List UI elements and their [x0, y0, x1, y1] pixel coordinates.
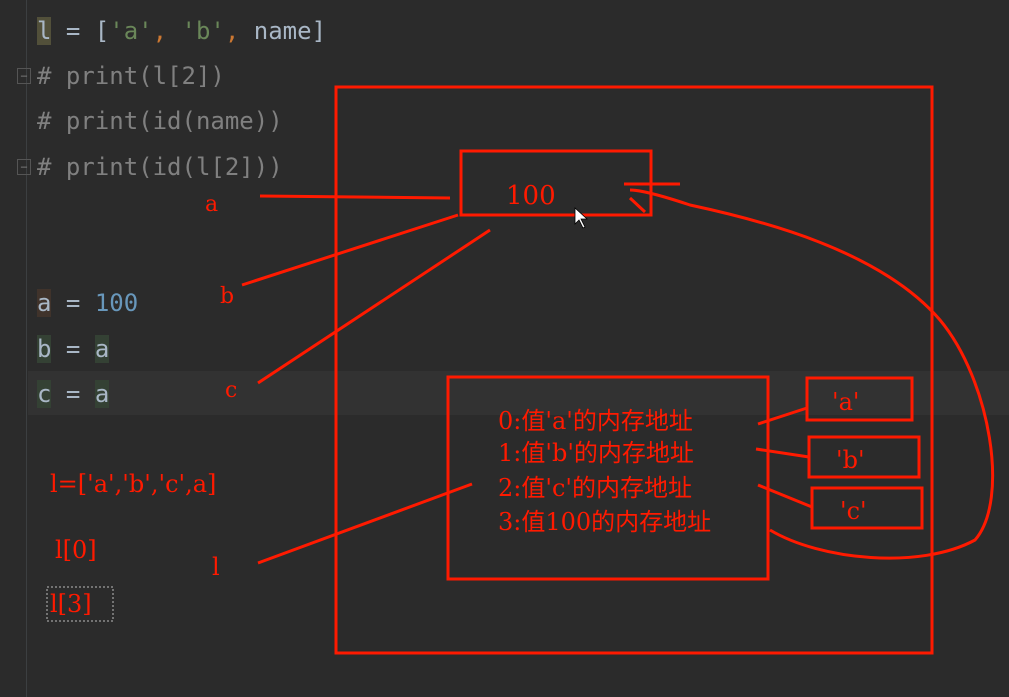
str: 'b': [181, 17, 225, 45]
arrow-l: [257, 482, 473, 565]
comma: ,: [152, 17, 182, 45]
link-100-curve: [629, 188, 994, 560]
code-line-comment[interactable]: # print(id(l[2])): [37, 153, 283, 181]
arrow-c: [257, 228, 491, 385]
label-b: b: [220, 284, 234, 309]
var-b: b: [37, 335, 52, 363]
list-definition: l=['a','b','c',a]: [50, 470, 216, 498]
value-100-box: [459, 149, 653, 217]
rest: name]: [253, 17, 327, 45]
code-line-a-assign[interactable]: a = 100: [37, 288, 138, 318]
num: 100: [94, 289, 139, 317]
fold-collapse-icon[interactable]: −: [17, 68, 31, 84]
label-c: c: [225, 378, 237, 403]
str: 'a': [109, 17, 153, 45]
memory-box: [334, 85, 934, 655]
code-line-c-assign[interactable]: c = a: [37, 379, 110, 409]
ref-a: a: [94, 380, 110, 408]
list-entry-3: 3:值100的内存地址: [498, 508, 711, 536]
str-c-box: [810, 486, 924, 530]
label-a: a: [205, 192, 218, 217]
arrow-a: [259, 194, 451, 200]
gutter-divider: [26, 0, 27, 697]
op: = [: [51, 17, 110, 45]
arrow-head: [624, 182, 680, 214]
str-a: 'a': [832, 388, 860, 416]
index-3: l[3]: [50, 590, 92, 618]
str-b: 'b': [836, 446, 865, 474]
fold-end-icon[interactable]: −: [17, 159, 31, 175]
link-a: [757, 406, 808, 426]
label-l: l: [212, 553, 220, 581]
value-100: 100: [506, 181, 556, 211]
str-c: 'c': [840, 497, 867, 525]
arrow-b: [241, 213, 459, 287]
link-c: [757, 483, 813, 509]
code-line-comment[interactable]: # print(id(name)): [37, 107, 283, 135]
link-b: [755, 447, 810, 459]
op: =: [51, 335, 95, 363]
code-line-comment[interactable]: # print(l[2]): [37, 62, 225, 90]
op: =: [51, 289, 95, 317]
comma: ,: [224, 17, 254, 45]
list-entry-1: 1:值'b'的内存地址: [498, 439, 694, 467]
var-c: c: [37, 380, 52, 408]
mouse-cursor-icon: [574, 207, 589, 229]
code-line-b-assign[interactable]: b = a: [37, 334, 110, 364]
var-a: a: [37, 289, 52, 317]
op: =: [51, 380, 95, 408]
str-a-box: [805, 376, 914, 422]
list-entry-0: 0:值'a'的内存地址: [498, 407, 693, 435]
ref-a: a: [94, 335, 110, 363]
code-line-list-assign[interactable]: l = ['a', 'b', name]: [37, 16, 326, 46]
var-l: l: [37, 17, 52, 45]
list-entry-2: 2:值'c'的内存地址: [498, 474, 692, 502]
index-0: l[0]: [55, 536, 97, 564]
list-box: [446, 375, 770, 581]
